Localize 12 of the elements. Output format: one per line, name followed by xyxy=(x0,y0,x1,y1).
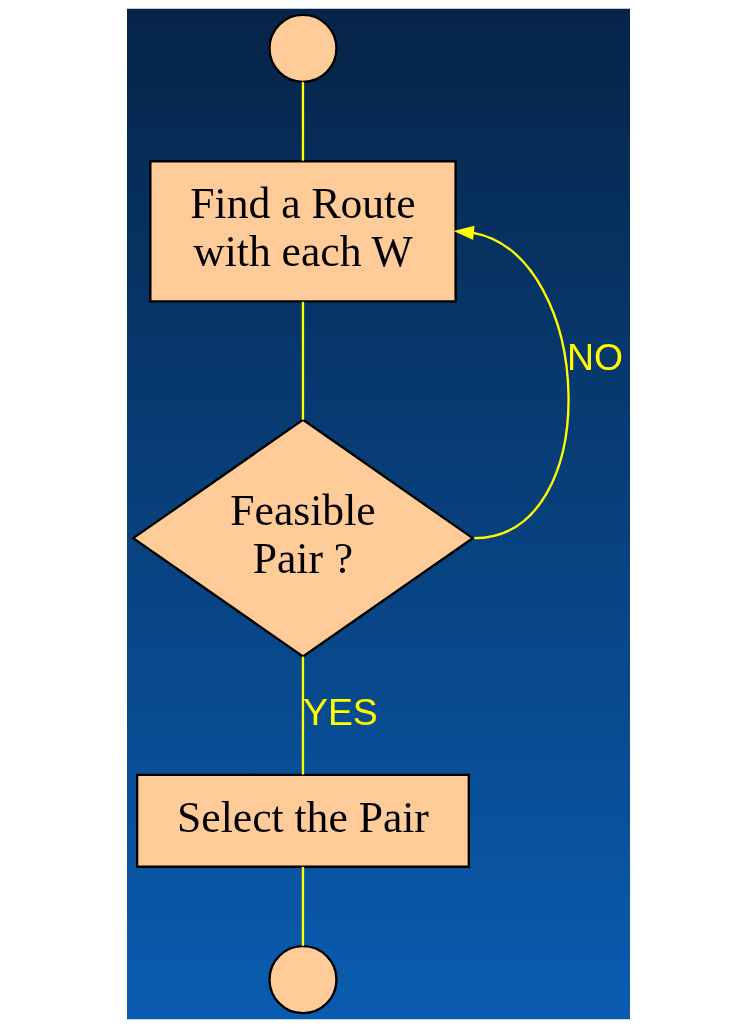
edge-label: YES xyxy=(302,691,378,734)
arrow xyxy=(453,225,570,540)
connector xyxy=(301,656,304,775)
connector xyxy=(301,301,304,420)
connector xyxy=(301,866,304,946)
node-circle xyxy=(267,13,338,84)
node-circle xyxy=(267,944,338,1015)
node-diamond: Feasible Pair ? xyxy=(130,418,475,658)
node-box: Find a Route with each W xyxy=(148,160,457,303)
node-box: Select the Pair xyxy=(135,773,470,868)
edge-label: NO xyxy=(566,336,623,379)
connector xyxy=(301,82,304,161)
